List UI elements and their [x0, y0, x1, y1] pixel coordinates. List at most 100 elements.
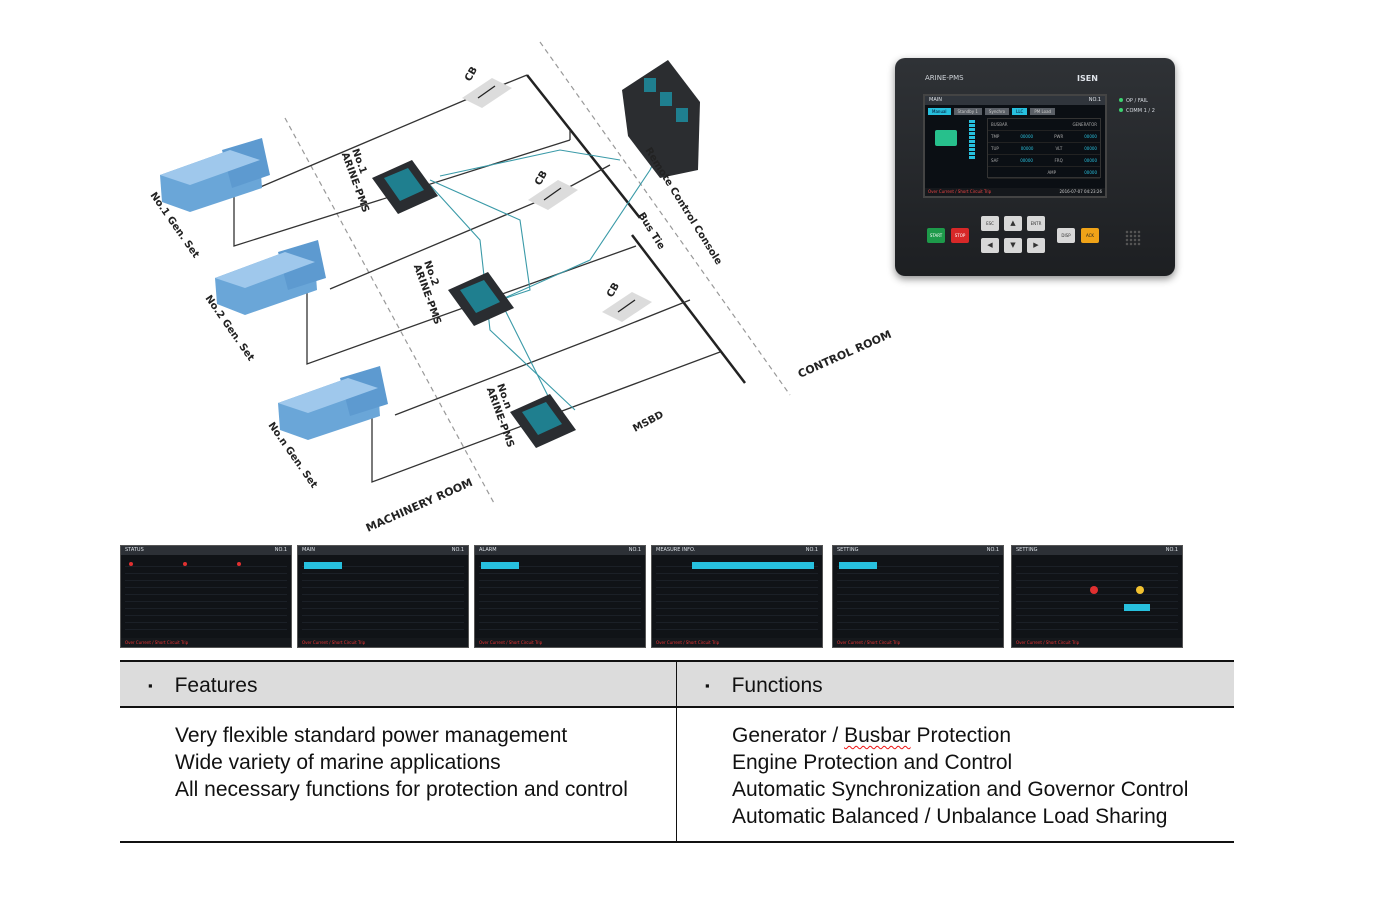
row-value: 00000: [1084, 170, 1097, 175]
machinery-room-label: MACHINERY ROOM: [364, 476, 475, 535]
system-diagram: CB CB CB No.1 Gen. Set No.2 Gen. Set No.…: [148, 41, 893, 535]
lamp-icon: [1136, 586, 1144, 594]
functions-header: ▪Functions: [677, 660, 1234, 708]
genset-1: [160, 138, 270, 212]
features-header: ▪Features: [120, 660, 676, 708]
screen-id: NO.1: [1088, 97, 1101, 103]
esc-button[interactable]: ESC: [981, 216, 999, 231]
thumb-title: STATUS: [125, 547, 144, 553]
control-room-label: CONTROL ROOM: [796, 328, 893, 381]
thumb-title: ALARM: [479, 547, 497, 553]
disp-button[interactable]: DISP: [1057, 228, 1075, 243]
stop-button[interactable]: STOP: [951, 228, 969, 243]
speaker-grille: [1125, 230, 1141, 246]
right-arrow-button[interactable]: ▶: [1027, 238, 1045, 253]
main-busbar-lower: [631, 234, 746, 384]
cb-label-3: CB: [605, 281, 622, 299]
row-label: TMP: [991, 134, 1000, 139]
thumb-id: NO.1: [274, 547, 287, 553]
status-dot: [183, 562, 187, 566]
tab-synchro[interactable]: Synchro: [984, 108, 1010, 115]
row-value: 00000: [1084, 134, 1097, 139]
tab-standby[interactable]: Standby 1: [953, 108, 982, 115]
feature-item: Wide variety of marine applications: [175, 751, 501, 774]
row-value: 00000: [1084, 146, 1097, 151]
thumb-id: NO.1: [805, 547, 818, 553]
generator-icon: [935, 130, 957, 146]
op-fail-led: [1119, 98, 1123, 102]
msbd-label: MSBD: [631, 409, 665, 434]
function-item: Automatic Synchronization and Governor C…: [732, 778, 1189, 801]
screen-thumb-setting-2: SETTING NO.1 Over Current / Short Circuit…: [1011, 545, 1183, 648]
status-indicators: OP / FAIL COMM 1 / 2: [1119, 96, 1155, 116]
function-item: Engine Protection and Control: [732, 751, 1013, 774]
cb-breaker-3: CB: [602, 281, 652, 322]
left-arrow-button[interactable]: ◀: [981, 238, 999, 253]
thumb-footer: Over Current / Short Circuit Trip: [833, 638, 1003, 647]
row-value: 00000: [1020, 158, 1033, 163]
controller-1: No.1ARINE-PMS: [339, 147, 438, 214]
thumb-footer: Over Current / Short Circuit Trip: [475, 638, 645, 647]
bullet-icon: ▪: [148, 678, 153, 693]
thumb-footer: Over Current / Short Circuit Trip: [1012, 638, 1182, 647]
thumb-id: NO.1: [1165, 547, 1178, 553]
thumb-body: [656, 560, 818, 636]
down-arrow-button[interactable]: ▼: [1004, 238, 1022, 253]
thumb-title: SETTING: [1016, 547, 1038, 553]
row-label: PWR: [1054, 134, 1064, 139]
cb-label-2: CB: [533, 169, 550, 187]
thumb-title: MAIN: [302, 547, 315, 553]
start-button[interactable]: START: [927, 228, 945, 243]
tab-manual[interactable]: Manual: [928, 108, 951, 115]
features-functions-table: ▪Features ▪Functions Very flexible stand…: [120, 660, 1234, 843]
thumb-header: SETTING NO.1: [1012, 546, 1182, 555]
feature-item: Very flexible standard power management: [175, 724, 568, 747]
remote-control-console: [622, 60, 700, 178]
screen-thumb-measure: MEASURE INFO.NO.1 Over Current / Short C…: [651, 545, 823, 648]
thumb-footer: Over Current / Short Circuit Trip: [121, 638, 291, 647]
ack-button[interactable]: ACK: [1081, 228, 1099, 243]
thumb-header: STATUS NO.1: [121, 546, 291, 555]
function-text: Protection: [910, 724, 1011, 747]
table-bottom-border: [120, 841, 1234, 843]
thumb-accent: [692, 562, 814, 569]
cb-breaker-1: CB: [462, 65, 512, 108]
screen-header: MAIN NO.1: [925, 96, 1105, 105]
main-busbar-upper: [526, 74, 641, 219]
op-fail-label: OP / FAIL: [1126, 98, 1148, 104]
tab-llc[interactable]: LLC: [1012, 108, 1028, 115]
screen-title: MAIN: [929, 97, 942, 103]
thumb-footer: Over Current / Short Circuit Trip: [298, 638, 468, 647]
up-arrow-button[interactable]: ▲: [1004, 216, 1022, 231]
status-text: Over Current / Short Circuit Trip: [928, 189, 992, 194]
screen-tabs: Manual Standby 1 Synchro LLC PM Load: [925, 105, 1105, 118]
busbar-label: BUSBAR: [991, 122, 1008, 127]
row-value: 00000: [1020, 146, 1034, 151]
screen-datetime: 2016-07-07 04:23:26: [1059, 189, 1102, 194]
screen-footer: Over Current / Short Circuit Trip 2016-0…: [925, 188, 1105, 196]
function-item: Automatic Balanced / Unbalance Load Shar…: [732, 805, 1168, 828]
functions-list: Generator / Busbar Protection Engine Pro…: [732, 722, 1188, 830]
enter-button[interactable]: ENTR: [1027, 216, 1045, 231]
cb-breaker-2: CB: [528, 169, 578, 210]
function-item: Generator / Busbar Protection: [732, 722, 1188, 749]
device-brand: ARINE-PMS: [925, 74, 964, 82]
row-label: FRQ: [1054, 158, 1063, 163]
thumb-title: SETTING: [837, 547, 859, 553]
comm-led: [1119, 108, 1123, 112]
buzzer-icon: [1090, 586, 1098, 594]
generator-label: GENERATOR: [1072, 122, 1097, 127]
tab-pm-load[interactable]: PM Load: [1030, 108, 1056, 115]
load-bar: [969, 120, 975, 160]
control-room-boundary: [539, 41, 791, 396]
thumb-body: [479, 560, 641, 636]
thumb-footer: Over Current / Short Circuit Trip: [652, 638, 822, 647]
feature-item: All necessary functions for protection a…: [175, 778, 628, 801]
thumb-accent: [481, 562, 519, 569]
genset-2: [215, 240, 326, 315]
row-value: 00000: [1084, 158, 1097, 163]
controller-2: No.2ARINE-PMS: [411, 259, 514, 326]
